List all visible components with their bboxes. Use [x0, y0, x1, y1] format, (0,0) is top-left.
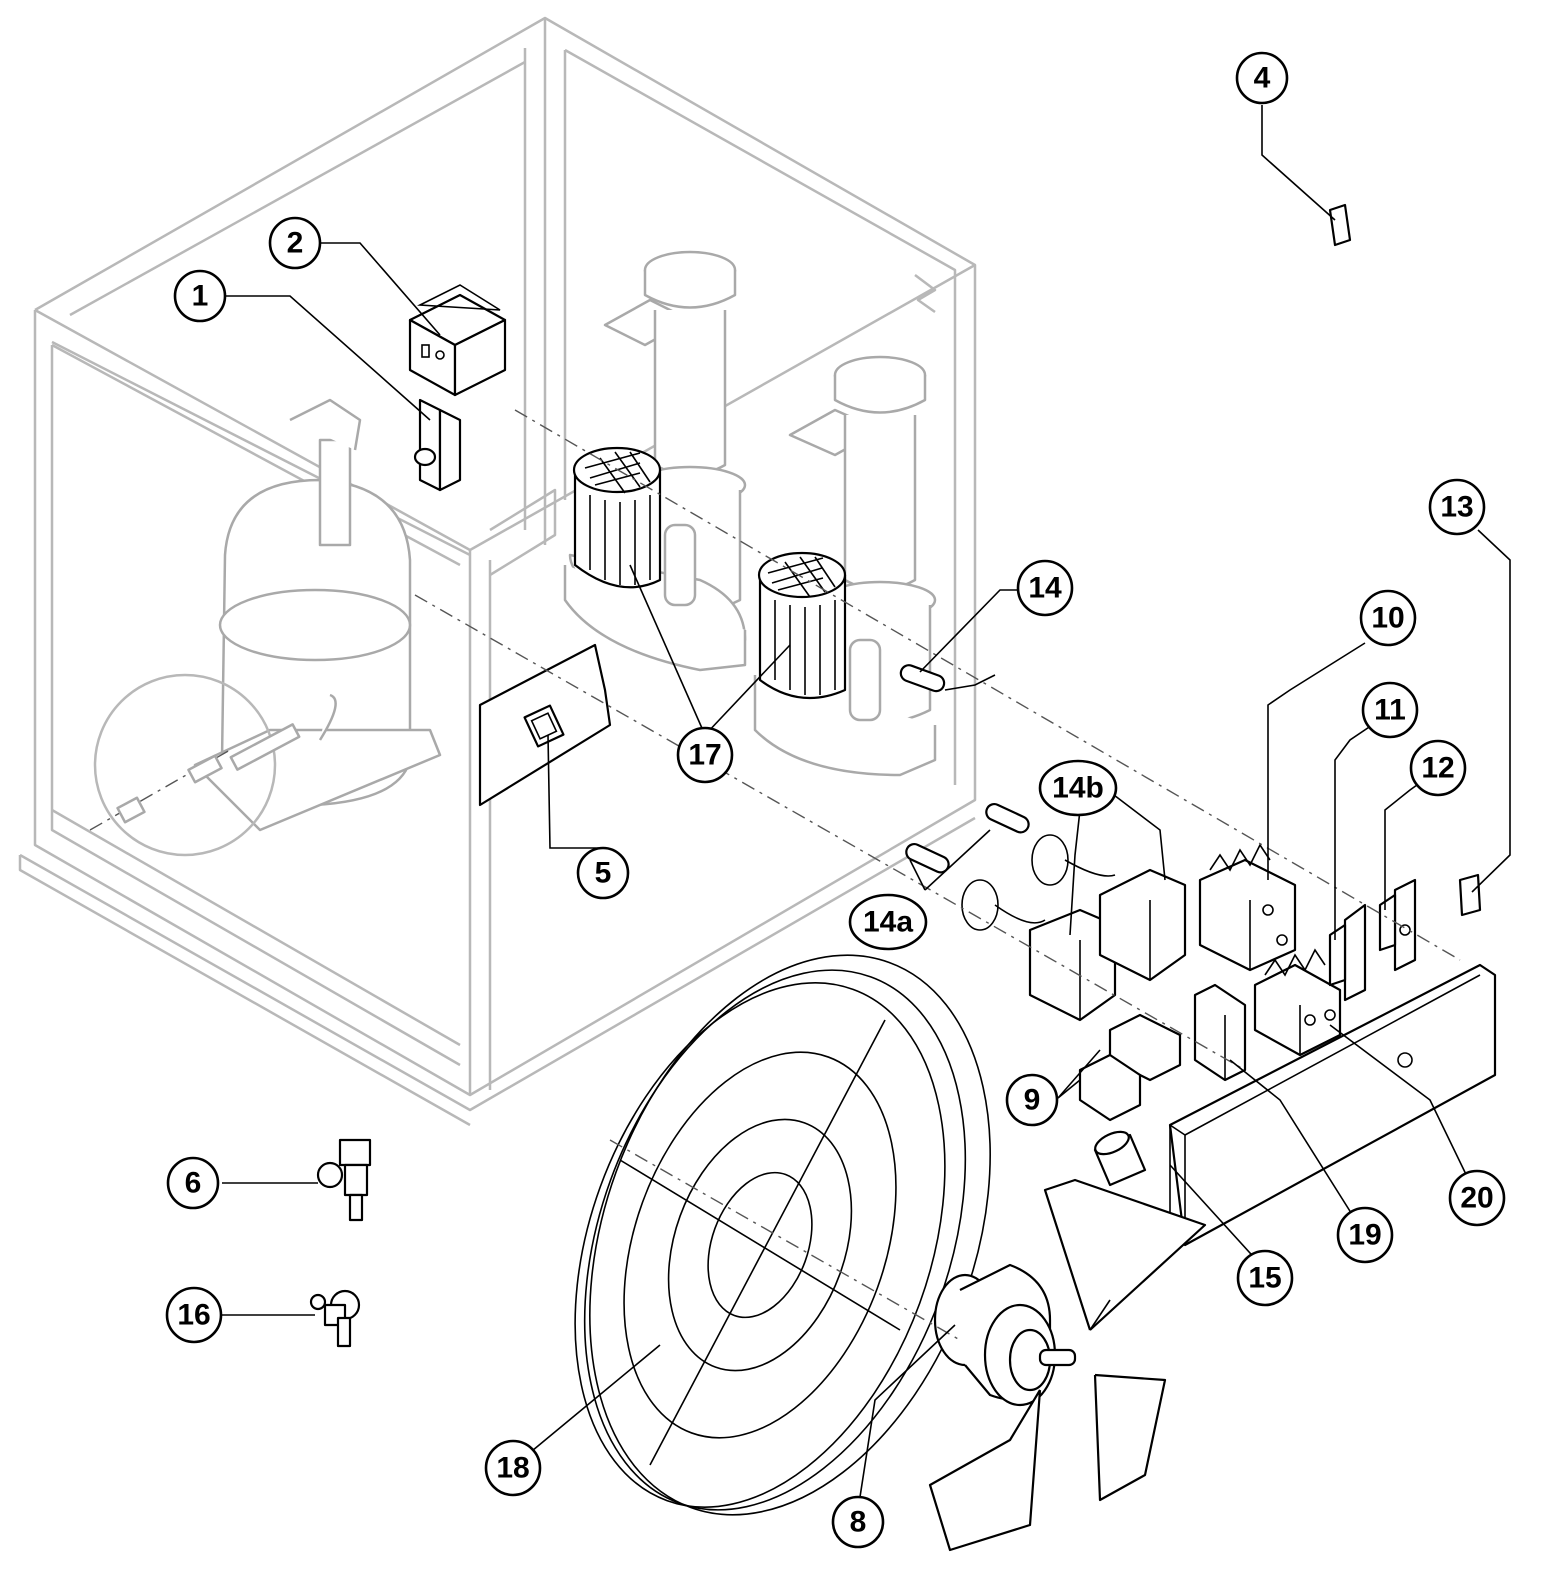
- callout-label-17: 17: [688, 739, 721, 772]
- callout-label-10: 10: [1371, 602, 1404, 635]
- callout-label-14: 14: [1028, 572, 1062, 605]
- callout-11: 11: [1361, 681, 1419, 739]
- callout-label-15: 15: [1248, 1262, 1281, 1295]
- capacitors: [1078, 1013, 1182, 1122]
- pump-motor-right: [757, 551, 847, 700]
- callout-label-14a: 14a: [863, 906, 913, 939]
- end-cap-4: [1328, 203, 1352, 247]
- callout-label-9: 9: [1024, 1084, 1041, 1117]
- thermostat-bodies: [1028, 868, 1187, 1022]
- callout-18: 18: [484, 1439, 542, 1497]
- callout-6: 6: [166, 1156, 220, 1210]
- control-box: [408, 284, 507, 397]
- solenoid-valve: [316, 1138, 372, 1222]
- compressor: [89, 398, 442, 857]
- callout-4: 4: [1235, 51, 1289, 105]
- callout-1: 1: [173, 269, 227, 323]
- callout-label-2: 2: [287, 227, 304, 260]
- leader-lines: [222, 105, 1511, 1498]
- bracket-11: [1328, 903, 1367, 1002]
- callout-label-19: 19: [1348, 1219, 1381, 1252]
- callout-label-4: 4: [1254, 62, 1271, 95]
- callout-label-8: 8: [850, 1506, 867, 1539]
- relay-20: [1253, 948, 1342, 1057]
- callout-14: 14: [1016, 559, 1074, 617]
- terminal-block: [1193, 983, 1247, 1082]
- callout-8: 8: [831, 1495, 885, 1549]
- callout-label-5: 5: [595, 857, 612, 890]
- callout-2: 2: [268, 216, 322, 270]
- fan-motor: [933, 1263, 1077, 1407]
- assembly-centerlines: [414, 409, 1461, 1341]
- fan-capacitor: [1093, 1130, 1147, 1187]
- callout-14a: 14a: [848, 893, 928, 951]
- water-valve: [309, 1289, 361, 1348]
- switch-panel: [478, 643, 612, 807]
- pump-right: [753, 355, 937, 777]
- callout-13: 13: [1428, 478, 1486, 536]
- callout-20: 20: [1448, 1169, 1506, 1227]
- bracket-12: [1378, 878, 1417, 972]
- callout-label-13: 13: [1440, 491, 1473, 524]
- callout-12: 12: [1409, 739, 1467, 797]
- callout-label-6: 6: [185, 1167, 202, 1200]
- callout-19: 19: [1336, 1206, 1394, 1264]
- callout-label-14b: 14b: [1052, 772, 1104, 805]
- fan-guard: [574, 954, 991, 1516]
- callout-5: 5: [576, 846, 630, 900]
- callout-label-11: 11: [1374, 694, 1406, 727]
- callout-9: 9: [1005, 1073, 1059, 1127]
- callout-17: 17: [676, 726, 734, 784]
- callout-14b: 14b: [1038, 759, 1118, 817]
- fan-blade: [928, 1178, 1207, 1552]
- thermostat: [413, 398, 462, 492]
- relay-10: [1198, 843, 1297, 972]
- callout-label-12: 12: [1421, 752, 1454, 785]
- callout-label-18: 18: [496, 1452, 529, 1485]
- callout-10: 10: [1359, 589, 1417, 647]
- cabinet-frame: [18, 16, 977, 1127]
- callout-label-20: 20: [1460, 1182, 1493, 1215]
- callout-15: 15: [1236, 1249, 1294, 1307]
- callout-16: 16: [165, 1286, 223, 1344]
- callout-label-16: 16: [177, 1299, 210, 1332]
- sensor-probes: [905, 802, 1116, 931]
- end-cap-13: [1458, 873, 1482, 917]
- callout-label-1: 1: [192, 280, 209, 313]
- pump-left: [563, 250, 747, 672]
- probe: [899, 664, 996, 693]
